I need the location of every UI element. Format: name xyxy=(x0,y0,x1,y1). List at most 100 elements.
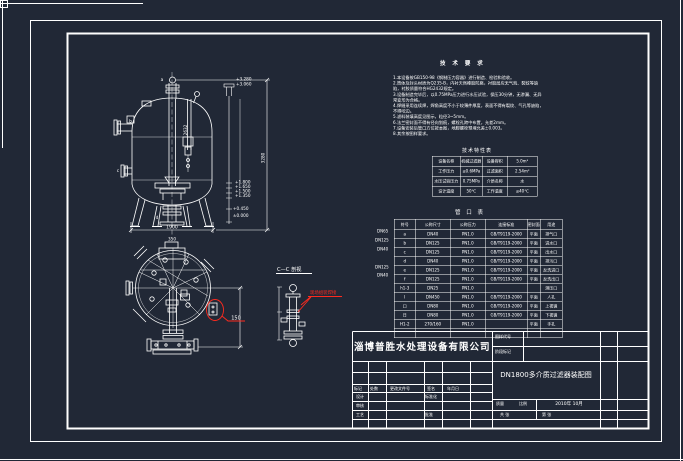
table-cell: 口 xyxy=(394,301,416,311)
table-cell: 平面 xyxy=(527,247,541,257)
nozzle-mark-a: a xyxy=(161,78,164,83)
table-cell: GB/T9119-2000 xyxy=(485,238,528,248)
table-cell: PN1.0 xyxy=(450,319,486,329)
table-cell: GB/T9119-2000 xyxy=(485,292,528,302)
note-line: 8.其余按图样要求。 xyxy=(393,131,431,137)
table-cell: GB/T9119-2000 xyxy=(485,265,528,275)
detail-dimension xyxy=(277,286,282,341)
tb-label-mark: 标记 xyxy=(354,386,362,391)
stamp-top: 图样代号 xyxy=(495,334,511,340)
table-cell: 平面 xyxy=(527,319,541,329)
table-cell: 测压口 xyxy=(540,283,563,293)
table-cell xyxy=(485,319,528,329)
tb-design: 设计 xyxy=(356,394,364,400)
plan-spokes xyxy=(138,253,209,316)
table-cell: PN1.0 xyxy=(450,301,486,311)
note-line: 7.设备安装后管口方位按本图，地脚螺栓预埋允差±0.003。 xyxy=(393,125,505,131)
table-cell xyxy=(540,328,563,338)
table-cell: 工作压力 xyxy=(432,166,461,177)
table-cell: 270/160 xyxy=(415,319,451,329)
table-cell: 平面 xyxy=(527,292,541,302)
table-cell: 人孔 xyxy=(540,292,563,302)
note-line: 6.法兰密封面不得有径向划痕，螺栓孔跨中布置，允差2mm。 xyxy=(393,119,509,125)
elevation-label: +1.500 xyxy=(235,188,251,194)
plan-top-nozzle xyxy=(158,241,186,260)
tb-sheets-total: 共 张 xyxy=(500,412,510,417)
tb-label-date: 年月日 xyxy=(447,386,459,391)
plan-bottom-spool xyxy=(146,338,199,355)
table-cell: PN1.0 xyxy=(450,292,486,302)
table-cell: 介质名称 xyxy=(482,176,508,187)
table-cell: DN125 xyxy=(415,274,451,284)
table-cell: 平面 xyxy=(527,265,541,275)
table-cell: DN80 xyxy=(415,310,451,320)
table-cell: DN40 xyxy=(415,256,451,266)
table-cell: I xyxy=(394,292,416,302)
red-leader-detail xyxy=(297,296,342,313)
stamp-bottom: 阶段标记 xyxy=(495,349,511,355)
elevation-label: +1.800 xyxy=(235,179,251,185)
internal-dip-pipe xyxy=(154,99,191,200)
table-cell: 手孔 xyxy=(540,319,563,329)
table-cell: 平面 xyxy=(527,310,541,320)
front-view xyxy=(113,72,270,236)
table-cell: a xyxy=(394,229,416,239)
view-texts: 1900 2632 3280 b c a d 350 150 C—C 剖视 现场… xyxy=(117,78,337,322)
table-cell: GB/T9119-2000 xyxy=(485,256,528,266)
nozzle-mark-d: d xyxy=(156,215,159,221)
tb-label-count: 处数 xyxy=(370,386,378,391)
table-cell: PN1.0 xyxy=(450,283,486,293)
table-cell: GB/T9119-2000 xyxy=(485,274,528,284)
table-cell xyxy=(415,328,451,338)
table-cell xyxy=(485,283,528,293)
tb-label-docno: 更改文件号 xyxy=(390,386,410,391)
plan-dimensions xyxy=(198,285,243,350)
table-cell: PN1.0 xyxy=(450,238,486,248)
table-cell: b xyxy=(394,238,416,248)
sheet-border-inner xyxy=(66,32,650,430)
table-cell xyxy=(394,328,416,338)
tb-check: 审核 xyxy=(356,403,364,409)
table-cell: DN80 xyxy=(415,301,451,311)
table-cell: 50℃ xyxy=(460,186,483,197)
table-cell: 设计温度 xyxy=(432,186,461,197)
col-header: 公称尺寸 xyxy=(415,219,451,230)
table-cell: 机械过滤器 xyxy=(460,156,483,167)
table-cell: GB/T9119-2000 xyxy=(485,301,528,311)
table-cell: DN450 xyxy=(415,292,451,302)
table-cell: GB/T9119-2000 xyxy=(485,229,528,239)
elevation-label: +3.280 xyxy=(236,76,252,82)
dim-width-label: 1900 xyxy=(166,225,178,231)
table-cell: d xyxy=(394,256,416,266)
note-line: 4.焊缝采用连续焊，焊角高度不小于较薄件厚度，表面不得有裂纹、气孔等缺陷，不得咬… xyxy=(393,103,544,114)
table-cell: PN1.0 xyxy=(450,310,486,320)
table-cell: GB/T9119-2000 xyxy=(485,310,528,320)
table-cell: DN125 xyxy=(415,238,451,248)
nozzle-table-header-row: 符号 公称尺寸 公称压力 连接标准 密封面 用途 xyxy=(394,219,563,230)
side-label: DN65 xyxy=(377,229,389,234)
table-cell: 反洗出口 xyxy=(540,274,563,284)
water-caps xyxy=(149,257,199,308)
tb-quality: 质量 xyxy=(496,401,504,407)
side-label: DN125 xyxy=(375,265,389,270)
note-line: 5.滤料装填高度见图示，粒径3~5mm。 xyxy=(393,114,469,120)
table-cell: 排污口 xyxy=(540,256,563,266)
nozzle-mark-b: b xyxy=(129,118,132,124)
table-cell: PN1.0 xyxy=(450,274,486,284)
tb-approve: 批准 xyxy=(425,412,433,418)
table-cell: e xyxy=(394,265,416,275)
table-row xyxy=(394,328,563,338)
table-cell: 设备名称 xyxy=(432,156,461,167)
table-cell: 水压试验压力 xyxy=(432,176,461,187)
red-revision-circle xyxy=(206,299,224,321)
detail-view xyxy=(276,273,312,347)
